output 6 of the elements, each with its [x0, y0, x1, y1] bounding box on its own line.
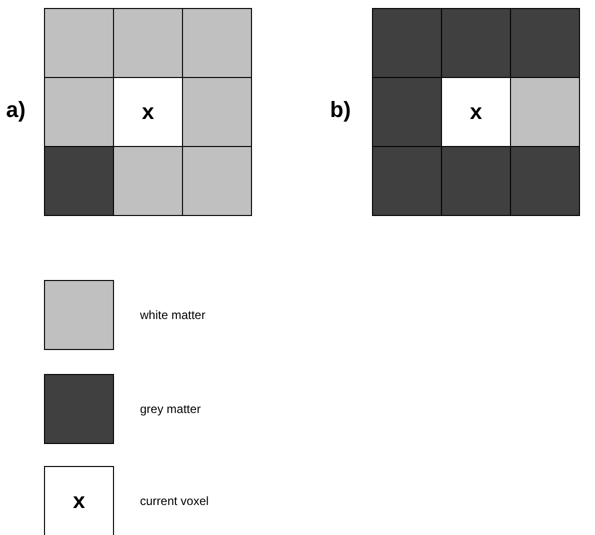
- panel-label: a): [6, 97, 26, 123]
- legend-label: current voxel: [140, 494, 209, 508]
- legend-label: grey matter: [140, 402, 201, 416]
- legend-swatch: x: [44, 466, 114, 535]
- legend-label: white matter: [140, 308, 206, 322]
- panel-label: b): [330, 97, 351, 123]
